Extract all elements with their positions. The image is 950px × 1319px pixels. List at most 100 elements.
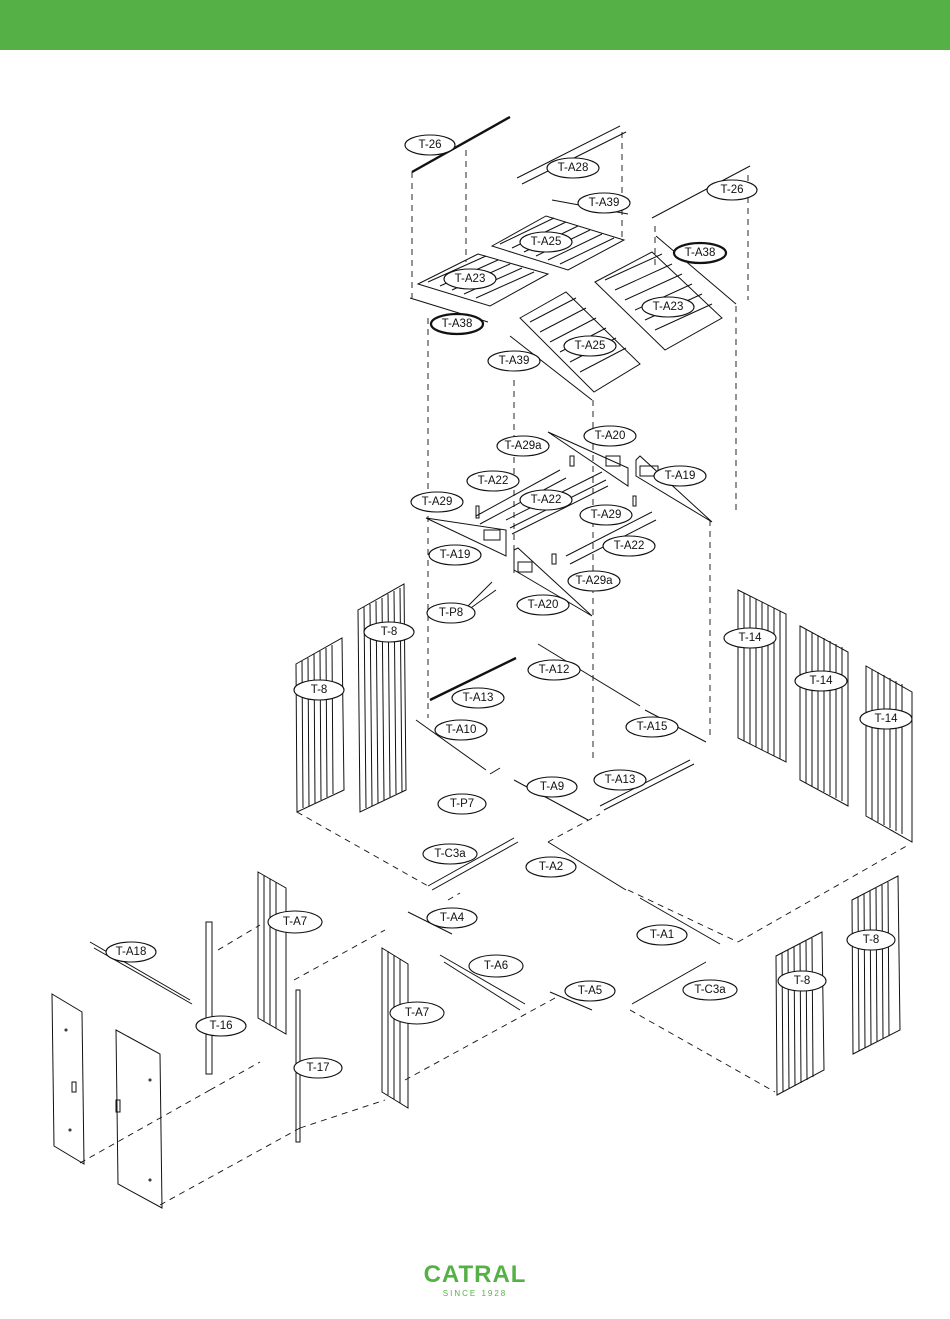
svg-text:T-A38: T-A38 <box>442 318 473 330</box>
svg-text:T-17: T-17 <box>306 1062 329 1074</box>
svg-text:T-8: T-8 <box>794 975 811 987</box>
svg-text:T-A29: T-A29 <box>422 496 453 508</box>
svg-text:T-C3a: T-C3a <box>694 984 726 996</box>
svg-text:T-8: T-8 <box>863 934 880 946</box>
label-ta25-a: T-A25 <box>520 232 572 252</box>
truss-parts <box>426 432 712 616</box>
label-ta10: T-A10 <box>435 720 487 740</box>
label-ta9: T-A9 <box>527 777 577 797</box>
svg-text:T-A1: T-A1 <box>650 929 674 941</box>
svg-text:T-16: T-16 <box>209 1020 232 1032</box>
label-ta25-b: T-A25 <box>564 336 616 356</box>
label-ta20-a: T-A20 <box>584 426 636 446</box>
label-ta28: T-A28 <box>547 158 599 178</box>
svg-text:T-A22: T-A22 <box>531 494 562 506</box>
part-door-post <box>206 922 212 1074</box>
label-tc3a-b: T-C3a <box>683 980 737 1000</box>
label-ta29-b: T-A29 <box>580 505 632 525</box>
svg-text:T-A25: T-A25 <box>531 236 562 248</box>
svg-text:T-A29a: T-A29a <box>575 575 613 587</box>
svg-text:T-A5: T-A5 <box>578 985 602 997</box>
label-ta18: T-A18 <box>106 942 156 962</box>
sliding-door-rear <box>52 994 84 1164</box>
label-ta38-a: T-A38 <box>674 243 726 263</box>
svg-text:T-A29: T-A29 <box>591 509 622 521</box>
svg-text:T-A9: T-A9 <box>540 781 564 793</box>
label-ta1: T-A1 <box>637 925 687 945</box>
label-ta23-b: T-A23 <box>642 297 694 317</box>
label-tp8: T-P8 <box>427 603 475 623</box>
label-ta7-a: T-A7 <box>268 911 322 933</box>
label-ta15: T-A15 <box>626 717 678 737</box>
svg-text:T-A19: T-A19 <box>665 470 696 482</box>
label-t16: T-16 <box>196 1016 246 1036</box>
wall-panel-front-right-1 <box>776 932 824 1095</box>
label-ta5: T-A5 <box>565 981 615 1001</box>
svg-text:T-C3a: T-C3a <box>434 848 466 860</box>
svg-text:T-A25: T-A25 <box>575 340 606 352</box>
svg-text:T-A39: T-A39 <box>589 197 620 209</box>
label-t8-b: T-8 <box>294 680 344 700</box>
label-ta13-a: T-A13 <box>452 688 504 708</box>
label-t8-c: T-8 <box>847 930 895 950</box>
label-t8-d: T-8 <box>778 971 826 991</box>
svg-text:T-14: T-14 <box>874 713 898 725</box>
svg-text:T-A20: T-A20 <box>595 430 626 442</box>
wall-panel-right-1 <box>738 590 786 762</box>
label-ta22-a: T-A22 <box>467 471 519 491</box>
label-t17: T-17 <box>294 1058 342 1078</box>
label-ta39-b: T-A39 <box>488 351 540 371</box>
svg-text:T-A29a: T-A29a <box>504 440 542 452</box>
svg-text:T-A38: T-A38 <box>685 247 716 259</box>
svg-text:T-A6: T-A6 <box>484 960 508 972</box>
wall-panel-front-center <box>382 948 408 1108</box>
catral-logo: CATRAL SINCE 1928 <box>380 1262 570 1300</box>
label-ta39-a: T-A39 <box>578 193 630 213</box>
svg-text:T-A12: T-A12 <box>539 664 570 676</box>
svg-text:T-8: T-8 <box>381 626 398 638</box>
sliding-door-front <box>116 1030 162 1208</box>
label-ta13-b: T-A13 <box>594 770 646 790</box>
svg-text:T-P7: T-P7 <box>450 798 474 810</box>
svg-text:T-A22: T-A22 <box>478 475 509 487</box>
svg-text:T-A2: T-A2 <box>539 861 563 873</box>
svg-text:T-A23: T-A23 <box>653 301 684 313</box>
svg-text:T-A13: T-A13 <box>463 692 494 704</box>
label-t26-b: T-26 <box>707 180 757 200</box>
label-tp7: T-P7 <box>438 794 486 814</box>
wall-panel-front-left <box>258 872 286 1034</box>
svg-text:T-A28: T-A28 <box>558 162 589 174</box>
svg-text:T-A10: T-A10 <box>446 724 477 736</box>
label-ta20-b: T-A20 <box>517 595 569 615</box>
wall-panel-front-right-2 <box>852 876 900 1054</box>
label-ta29-a: T-A29 <box>411 492 463 512</box>
wall-panel-right-2 <box>800 626 848 806</box>
svg-text:T-14: T-14 <box>809 675 833 687</box>
label-ta23-a: T-A23 <box>444 269 496 289</box>
label-t26-a: T-26 <box>405 135 455 155</box>
svg-text:T-A4: T-A4 <box>440 912 465 924</box>
label-t8-a: T-8 <box>364 622 414 642</box>
svg-text:T-A15: T-A15 <box>637 721 668 733</box>
svg-text:T-A7: T-A7 <box>405 1007 429 1019</box>
label-tc3a-a: T-C3a <box>423 844 477 864</box>
label-ta29a-a: T-A29a <box>497 436 549 456</box>
label-ta22-b: T-A22 <box>520 490 572 510</box>
logo-wordmark: CATRAL <box>380 1262 570 1288</box>
svg-text:T-26: T-26 <box>720 184 743 196</box>
wall-panel-left-rear <box>358 584 406 812</box>
svg-text:T-A22: T-A22 <box>614 540 645 552</box>
svg-text:T-A13: T-A13 <box>605 774 636 786</box>
wall-panel-right-3 <box>866 666 912 842</box>
part-labels: T-26 T-A28 T-A39 T-26 T-A25 T-A38 T-A23 … <box>106 135 912 1078</box>
label-ta12: T-A12 <box>528 660 580 680</box>
svg-text:T-8: T-8 <box>311 684 328 696</box>
svg-text:T-14: T-14 <box>738 632 762 644</box>
wall-panel-left-front <box>296 638 344 812</box>
svg-text:T-26: T-26 <box>418 139 441 151</box>
svg-text:T-P8: T-P8 <box>439 607 463 619</box>
logo-tagline: SINCE 1928 <box>380 1288 570 1300</box>
label-ta22-c: T-A22 <box>603 536 655 556</box>
svg-text:T-A20: T-A20 <box>528 599 559 611</box>
label-ta4: T-A4 <box>427 908 477 928</box>
